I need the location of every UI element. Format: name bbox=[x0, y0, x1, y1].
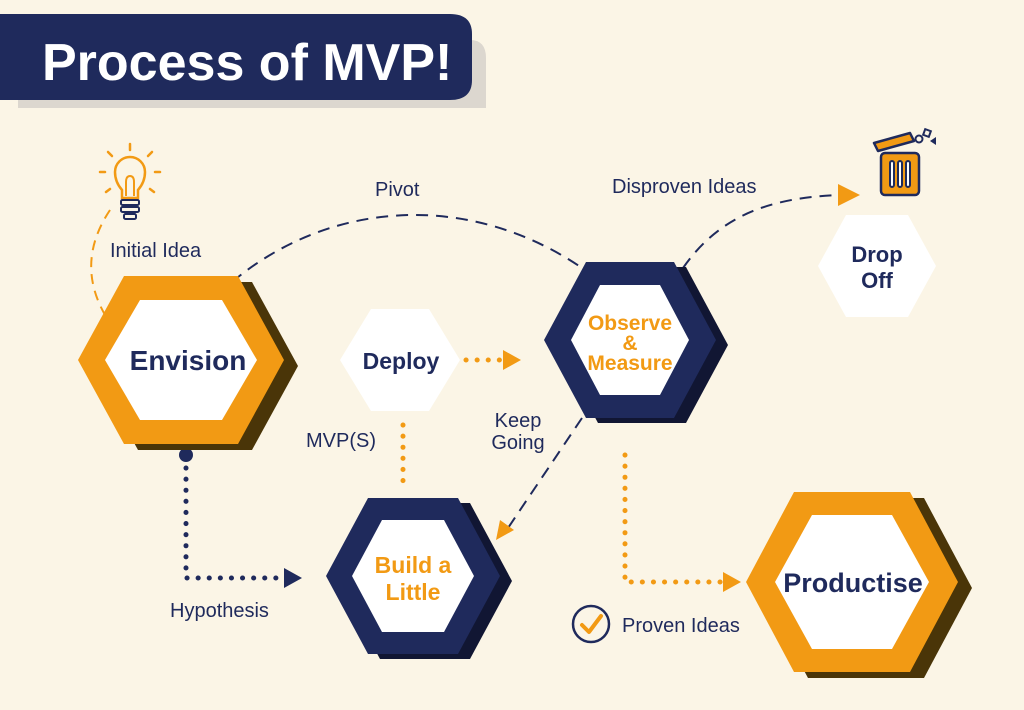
productise-label: Productise bbox=[783, 568, 923, 598]
keep-going-label-line1: Keep bbox=[495, 410, 542, 432]
keep-going-arrowhead bbox=[496, 520, 514, 540]
build-label-line2: Little bbox=[386, 579, 441, 605]
initial-idea-label: Initial Idea bbox=[110, 240, 202, 262]
keep-going-connector bbox=[507, 417, 583, 529]
mvps-label: MVP(S) bbox=[306, 430, 376, 452]
drop-off-label-line1: Drop bbox=[851, 242, 902, 267]
disproven-connector bbox=[682, 194, 839, 269]
page-title: Process of MVP! bbox=[42, 34, 452, 92]
observe-label-line1: Observe bbox=[588, 312, 672, 335]
pivot-connector bbox=[231, 213, 586, 283]
envision-label: Envision bbox=[130, 345, 247, 376]
keep-going-label-line2: Going bbox=[491, 432, 544, 454]
hypothesis-label: Hypothesis bbox=[170, 600, 269, 622]
observe-measure-node: Observe & Measure bbox=[544, 262, 728, 423]
observe-label-line2: & bbox=[622, 332, 637, 355]
proven-arrowhead bbox=[723, 572, 741, 592]
lightbulb-icon bbox=[98, 142, 162, 220]
pivot-label: Pivot bbox=[375, 179, 420, 201]
build-label-line1: Build a bbox=[375, 552, 452, 578]
envision-node: Envision bbox=[78, 276, 298, 450]
build-little-node: Build a Little bbox=[326, 498, 512, 659]
checkmark-icon bbox=[571, 604, 611, 644]
hypothesis-start-dot bbox=[179, 448, 193, 462]
disproven-arrowhead bbox=[838, 184, 860, 206]
hypothesis-connector bbox=[183, 465, 286, 581]
deploy-arrowhead bbox=[503, 350, 521, 370]
observe-label-line3: Measure bbox=[587, 352, 672, 375]
drop-off-label-line2: Off bbox=[861, 268, 893, 293]
disproven-ideas-label: Disproven Ideas bbox=[612, 176, 757, 198]
drop-off-node: Drop Off bbox=[818, 215, 936, 317]
hypothesis-arrowhead bbox=[284, 568, 302, 588]
title-banner: Process of MVP! bbox=[0, 14, 486, 108]
deploy-node: Deploy bbox=[340, 309, 460, 411]
productise-node: Productise bbox=[746, 492, 972, 678]
proven-ideas-label: Proven Ideas bbox=[622, 615, 740, 637]
trash-bin-icon bbox=[872, 127, 936, 197]
deploy-label: Deploy bbox=[363, 348, 440, 374]
proven-ideas-connector bbox=[622, 452, 725, 585]
connectors bbox=[90, 184, 860, 592]
